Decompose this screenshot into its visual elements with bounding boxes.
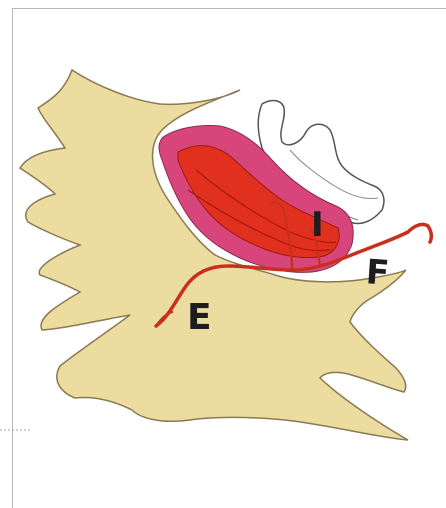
label-i: I	[311, 208, 324, 242]
vessel-right-hook	[408, 224, 431, 242]
label-f: F	[365, 255, 391, 291]
label-e: E	[187, 300, 212, 336]
